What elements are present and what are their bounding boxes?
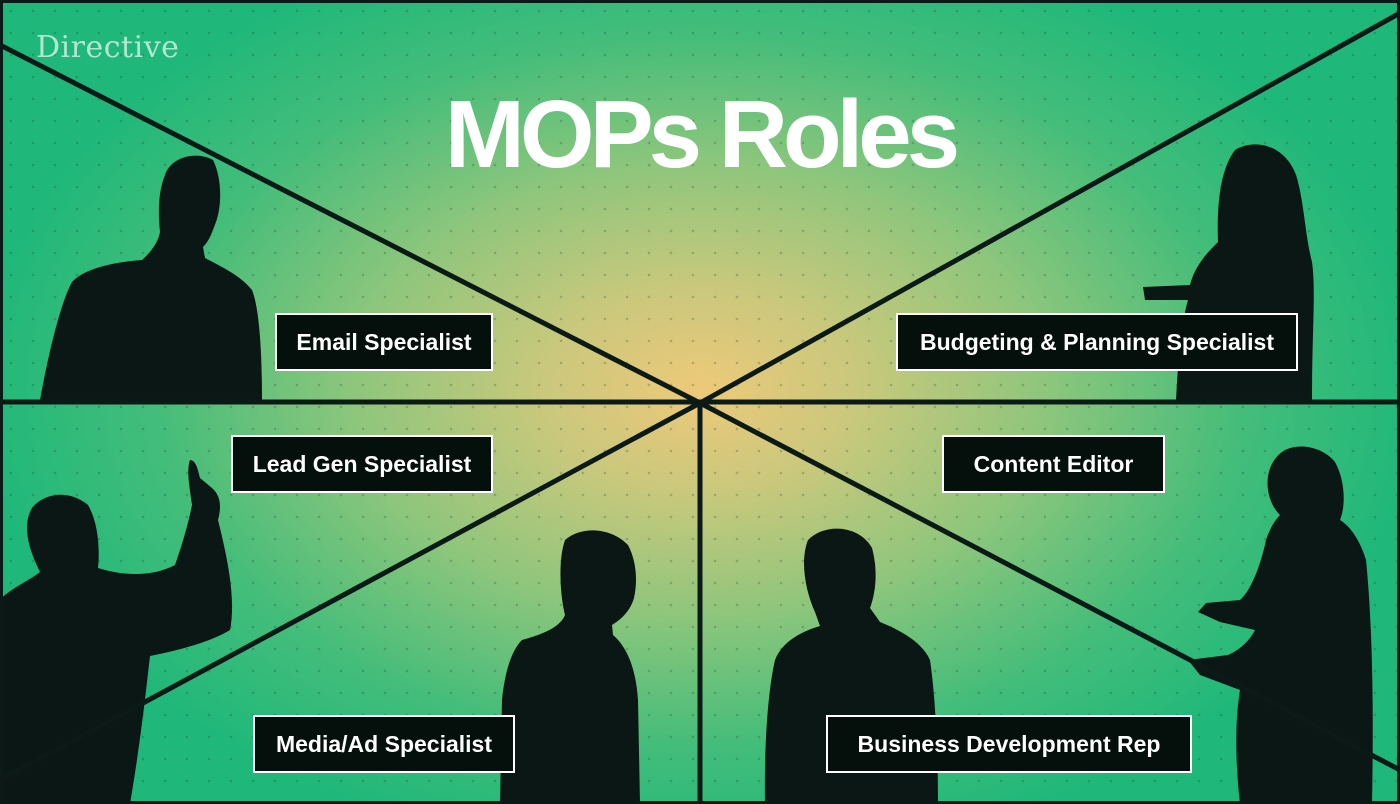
divider-line xyxy=(0,400,702,783)
brand-logo: Directive xyxy=(36,30,180,65)
page-title: MOPs Roles xyxy=(444,81,960,188)
role-label-budgeting-planning-specialist: Budgeting & Planning Specialist xyxy=(896,313,1298,371)
person-standing-icon xyxy=(500,530,640,804)
person-pointing-icon xyxy=(0,460,233,804)
divider-line xyxy=(0,42,702,406)
person-gesturing-icon xyxy=(1188,446,1373,804)
divider-line xyxy=(698,400,1400,773)
role-label-media-ad-specialist: Media/Ad Specialist xyxy=(253,715,515,773)
divider-line xyxy=(698,10,1400,406)
person-standing-icon xyxy=(40,155,262,400)
role-label-email-specialist: Email Specialist xyxy=(275,313,493,371)
role-label-content-editor: Content Editor xyxy=(942,435,1165,493)
role-label-business-development-rep: Business Development Rep xyxy=(826,715,1192,773)
role-label-lead-gen-specialist: Lead Gen Specialist xyxy=(231,435,493,493)
